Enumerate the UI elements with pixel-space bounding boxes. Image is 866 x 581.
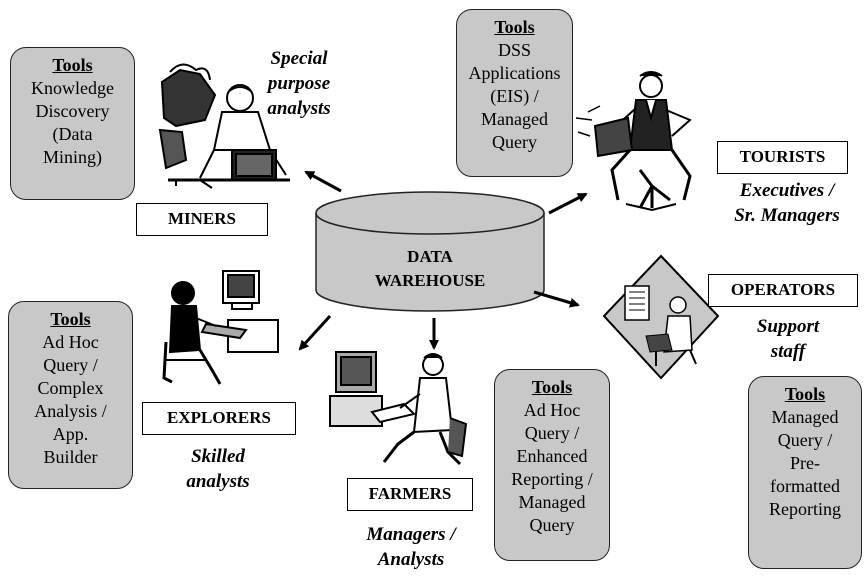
explorers-description: Skilled analysts — [163, 444, 273, 494]
miners-tool-line: Mining) — [42, 147, 102, 167]
tourists-tool-line: Query — [492, 132, 537, 152]
miners-tool-line: Knowledge — [31, 78, 114, 98]
explorers-tool-line: Builder — [43, 447, 98, 467]
farmers-tool-line: Reporting / — [511, 469, 593, 489]
miners-tools-title: Tools — [52, 55, 93, 75]
arrow-to-miners — [304, 170, 342, 193]
farmers-tools-box: Tools Ad Hoc Query / Enhanced Reporting … — [494, 369, 610, 561]
explorers-tool-line: Complex — [37, 378, 104, 398]
data-warehouse-cylinder — [315, 191, 545, 312]
tourists-label: TOURISTS — [717, 141, 848, 174]
miners-description-line: purpose — [267, 73, 331, 94]
operators-description-line: staff — [770, 341, 806, 362]
explorers-description-line: Skilled — [191, 446, 245, 467]
miners-tools-box: Tools Knowledge Discovery (Data Mining) — [10, 47, 135, 200]
farmer-figure-icon — [329, 351, 468, 466]
miners-tool-line: Discovery — [35, 101, 110, 121]
tourists-description: Executives / Sr. Managers — [717, 178, 857, 228]
operators-tool-line: formatted — [770, 476, 840, 496]
explorers-description-line: analysts — [186, 471, 250, 492]
arrow-to-explorers — [298, 314, 332, 351]
tourists-description-line: Executives / — [739, 180, 835, 201]
miners-description-line: analysts — [267, 98, 331, 119]
farmers-tool-line: Query / — [524, 423, 580, 443]
operators-tool-line: Reporting — [769, 499, 841, 519]
operators-tool-line: Pre- — [790, 453, 820, 473]
farmers-description-line: Managers / — [366, 524, 456, 545]
miners-tool-line: (Data — [52, 124, 93, 144]
explorers-tools-box: Tools Ad Hoc Query / Complex Analysis / … — [8, 301, 133, 489]
tourists-description-line: Sr. Managers — [734, 205, 840, 226]
farmers-tool-line: Managed — [518, 492, 586, 512]
operators-label: OPERATORS — [708, 274, 858, 307]
explorers-tool-line: App. — [52, 424, 89, 444]
miners-label: MINERS — [136, 203, 268, 236]
operators-description-line: Support — [756, 316, 820, 337]
explorers-tools-title: Tools — [50, 309, 91, 329]
operators-tools-title: Tools — [784, 384, 826, 404]
tourist-executive-figure-icon — [575, 71, 692, 212]
farmers-label: FARMERS — [347, 478, 473, 511]
explorers-tool-line: Analysis / — [34, 401, 107, 421]
data-warehouse-label: DATA WAREHOUSE — [340, 245, 520, 293]
tourists-tool-line: (EIS) / — [490, 86, 539, 106]
operators-tool-line: Query / — [777, 430, 833, 450]
operators-tool-line: Managed — [771, 407, 839, 427]
arrow-to-tourists — [548, 192, 588, 215]
operators-tools-box: Tools Managed Query / Pre- formatted Rep… — [748, 376, 862, 569]
tourists-tools-box: Tools DSS Applications (EIS) / Managed Q… — [456, 9, 573, 177]
miners-description: Special purpose analysts — [244, 46, 354, 121]
tourists-tool-line: Managed — [481, 109, 548, 129]
arrow-to-operators — [533, 290, 580, 308]
miners-description-line: Special — [270, 48, 328, 69]
farmers-tool-line: Ad Hoc — [523, 400, 581, 420]
operator-figure-icon — [602, 254, 720, 380]
tourists-tools-title: Tools — [494, 17, 535, 37]
miner-figure-icon — [158, 63, 290, 189]
explorers-tool-line: Ad Hoc — [42, 332, 99, 352]
tourists-tool-line: Applications — [468, 63, 561, 83]
explorers-tool-line: Query / — [43, 355, 98, 375]
farmers-tool-line: Enhanced — [516, 446, 588, 466]
farmers-description: Managers / Analysts — [346, 522, 476, 572]
explorer-figure-icon — [162, 270, 279, 385]
farmers-tool-line: Query — [529, 515, 575, 535]
tourists-tool-line: DSS — [497, 40, 532, 60]
explorers-label: EXPLORERS — [142, 402, 296, 435]
data-warehouse-line-1: DATA — [407, 247, 453, 266]
farmers-tools-title: Tools — [531, 377, 573, 397]
operators-description: Support staff — [738, 314, 838, 364]
farmers-description-line: Analysts — [377, 549, 445, 570]
data-warehouse-line-2: WAREHOUSE — [374, 271, 486, 290]
